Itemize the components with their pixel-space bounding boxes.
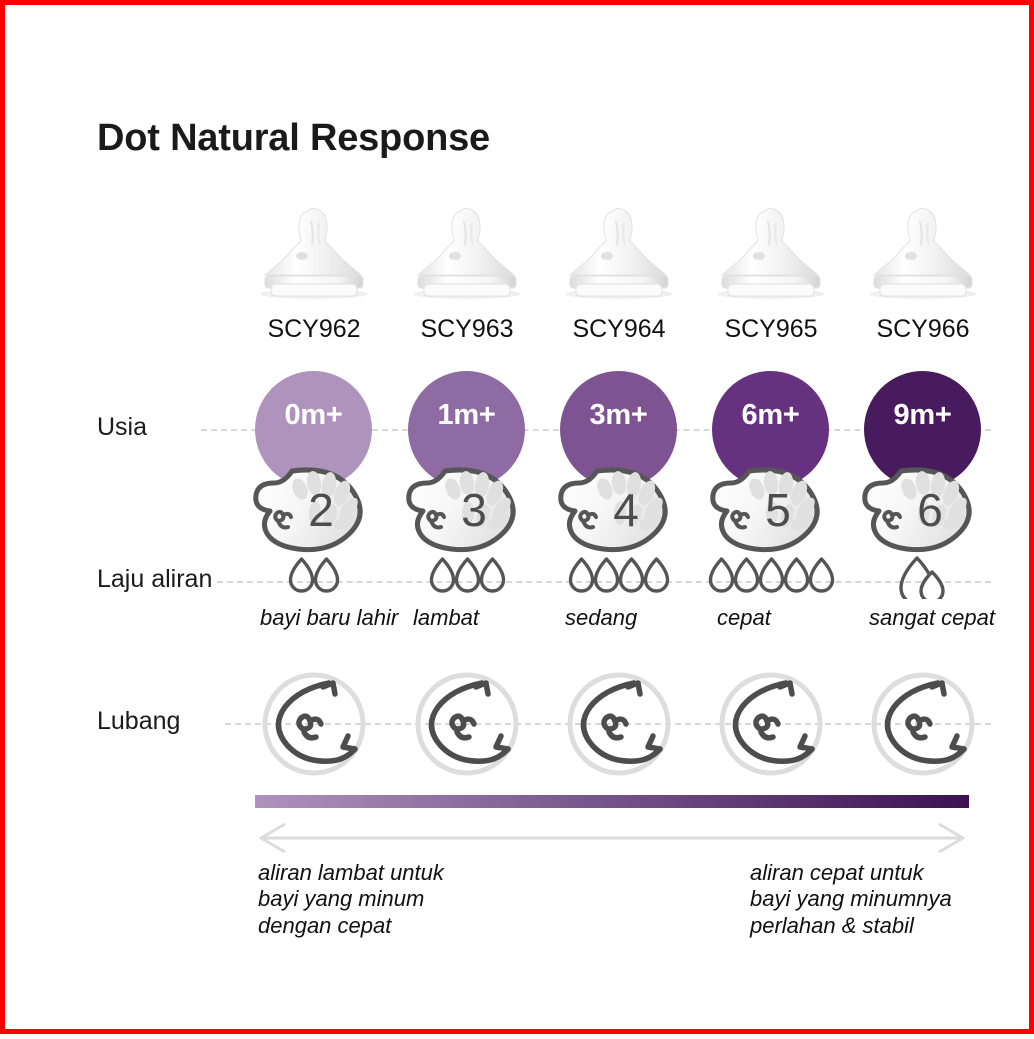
flow-drops-icon xyxy=(238,553,390,601)
nipple-schematic-icon: 5 xyxy=(709,461,833,553)
flow-rate-text: cepat xyxy=(717,605,771,630)
nipple-schematic-icon: 2 xyxy=(252,461,376,553)
caption-fast-flow: aliran cepat untuk bayi yang minumnya pe… xyxy=(750,860,952,938)
nipple-hole-icon xyxy=(866,667,980,781)
row-label-hole: Lubang xyxy=(97,707,181,735)
nipple-hole-icon xyxy=(410,667,524,781)
age-badge-label: 3m+ xyxy=(589,399,648,431)
flow-gradient-bar xyxy=(255,795,969,808)
product-code: SCY965 xyxy=(724,315,818,343)
guide-line-flow xyxy=(217,581,991,583)
page-title: Dot Natural Response xyxy=(97,117,490,159)
age-badge: 3m+ xyxy=(560,371,677,488)
nipple-hole-icon xyxy=(562,667,676,781)
product-code: SCY966 xyxy=(876,315,970,343)
product-code: SCY963 xyxy=(420,315,514,343)
product-code: SCY964 xyxy=(572,315,666,343)
nipple-photo xyxy=(543,201,695,301)
age-badge-label: 0m+ xyxy=(284,399,343,431)
nipple-photo xyxy=(391,201,543,301)
age-badge-label: 1m+ xyxy=(437,399,496,431)
nipple-photo xyxy=(238,201,390,301)
flow-range-arrow xyxy=(255,820,969,856)
product-code: SCY962 xyxy=(267,315,361,343)
age-badge-label: 9m+ xyxy=(893,399,952,431)
flow-rate-text: bayi baru lahir xyxy=(260,605,399,630)
row-label-age: Usia xyxy=(97,413,148,441)
caption-slow-flow: aliran lambat untuk bayi yang minum deng… xyxy=(258,860,444,938)
row-label-flow: Laju aliran xyxy=(97,565,213,593)
flow-drops-icon xyxy=(543,553,695,601)
infographic-stage: Dot Natural Response Usia Laju aliran Lu… xyxy=(5,5,1034,1039)
flow-rate-text: sedang xyxy=(565,605,638,630)
nipple-photo xyxy=(695,201,847,301)
flow-drops-icon xyxy=(391,553,543,601)
guide-line-hole xyxy=(225,723,991,725)
nipple-schematic-icon: 4 xyxy=(557,461,681,553)
flow-rate-text: sangat cepat xyxy=(869,605,995,630)
nipple-schematic-icon: 6 xyxy=(861,461,985,553)
nipple-schematic-icon: 3 xyxy=(405,461,529,553)
nipple-photo xyxy=(847,201,999,301)
nipple-hole-icon xyxy=(257,667,371,781)
age-badge-label: 6m+ xyxy=(741,399,800,431)
flow-fast-drop-icon xyxy=(847,553,999,601)
flow-drops-icon xyxy=(695,553,847,601)
nipple-hole-icon xyxy=(714,667,828,781)
flow-rate-text: lambat xyxy=(413,605,480,630)
age-badge: 0m+ xyxy=(255,371,372,488)
